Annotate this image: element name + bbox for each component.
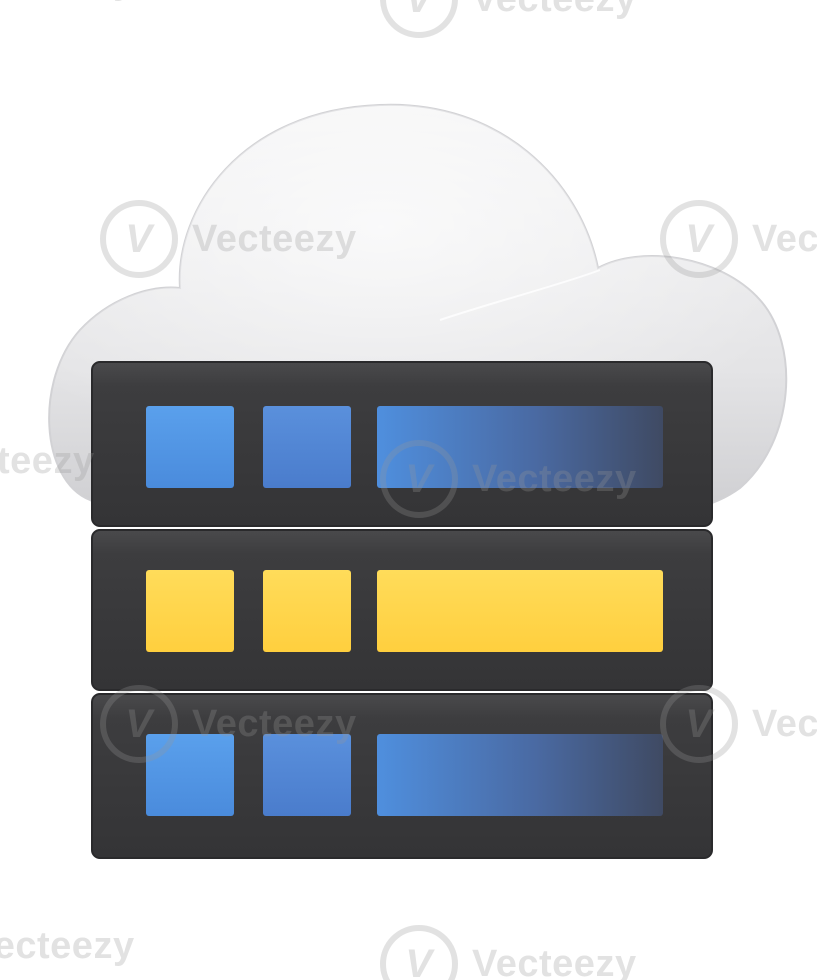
led-blue-1b xyxy=(263,406,351,488)
led-blue-1a xyxy=(146,406,234,488)
led-blue-3a xyxy=(146,734,234,816)
led-yellow-2a xyxy=(146,570,234,652)
bar-yellow-2 xyxy=(377,570,663,652)
led-yellow-2b xyxy=(263,570,351,652)
bar-blue-3 xyxy=(377,734,663,816)
server-rack-unit-1 xyxy=(91,361,713,527)
bar-blue-1 xyxy=(377,406,663,488)
server-rack-unit-3 xyxy=(91,693,713,859)
server-rack-unit-2 xyxy=(91,529,713,691)
led-blue-3b xyxy=(263,734,351,816)
